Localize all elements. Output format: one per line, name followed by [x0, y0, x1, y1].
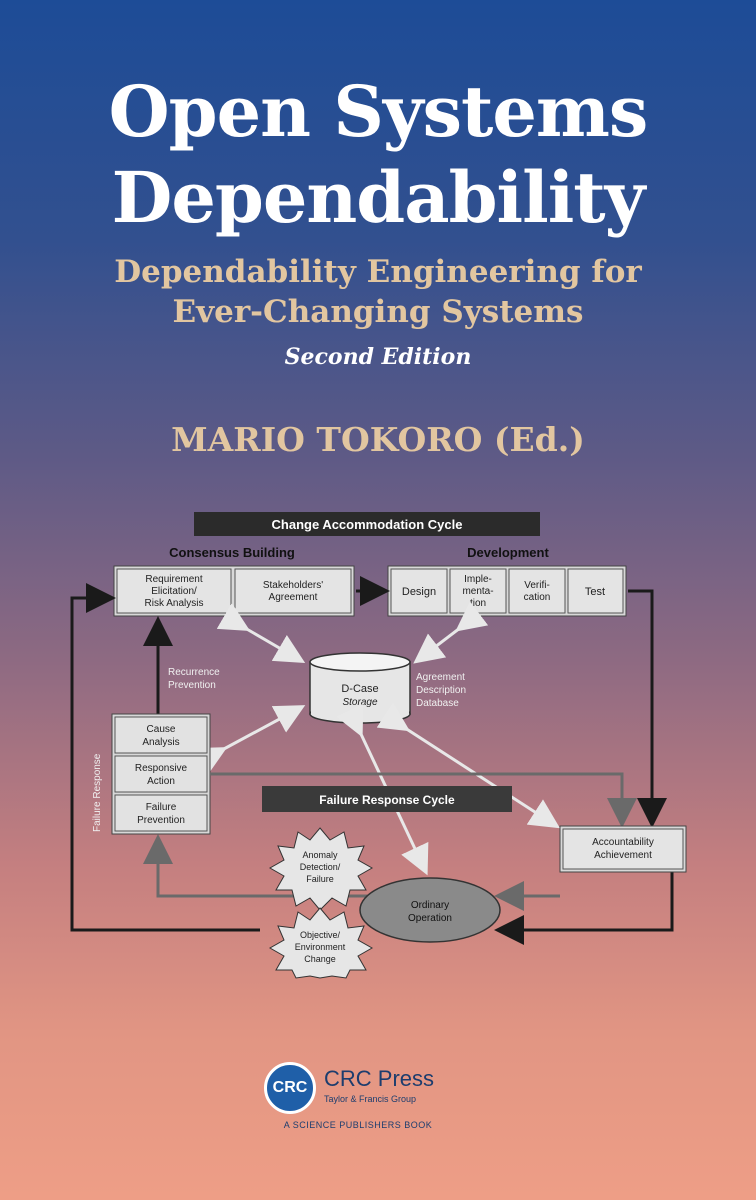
agreement-db-line-2: Description	[416, 685, 466, 696]
author-name: MARIO TOKORO (Ed.)	[171, 420, 585, 459]
design-label: Design	[402, 586, 436, 598]
ordinary-line-2: Operation	[408, 913, 452, 924]
requirement-line-2: Elicitation/	[151, 586, 197, 597]
edition-label: Second Edition	[284, 344, 472, 370]
accountability-line-1: Accountability	[592, 837, 654, 848]
responsive-action-box	[114, 755, 208, 793]
requirement-box	[116, 568, 232, 614]
consensus-label: Consensus Building	[169, 545, 295, 560]
test-box	[567, 568, 624, 614]
objective-line-3: Change	[304, 954, 336, 964]
cause-line-1: Cause	[147, 724, 176, 735]
failure-prev-line-2: Prevention	[137, 815, 185, 826]
responsive-line-1: Responsive	[135, 763, 188, 774]
implementation-line-1: Imple-	[464, 574, 492, 585]
publisher-tagline: Taylor & Francis Group	[324, 1094, 417, 1104]
development-label: Development	[467, 545, 549, 560]
publisher-name: CRC Press	[324, 1066, 435, 1091]
requirement-line-3: Risk Analysis	[145, 598, 204, 609]
stakeholders-line-1: Stakeholders'	[263, 580, 323, 591]
implementation-line-3: tion	[470, 598, 486, 609]
agreement-db-line-1: Agreement	[416, 672, 465, 683]
failure-prevention-box	[114, 794, 208, 832]
accountability-line-2: Achievement	[594, 850, 652, 861]
recurrence-line-1: Recurrence	[168, 667, 220, 678]
publisher-series-line: A SCIENCE PUBLISHERS BOOK	[283, 1120, 433, 1130]
agreement-db-line-3: Database	[416, 698, 459, 709]
requirement-line-1: Requirement	[145, 574, 202, 585]
change-cycle-bar	[194, 512, 540, 536]
recurrence-line-2: Prevention	[168, 680, 216, 691]
verification-box	[508, 568, 566, 614]
objective-line-2: Environment	[295, 942, 346, 952]
failure-cycle-label: Failure Response Cycle	[319, 793, 455, 807]
failure-cycle-bar	[262, 786, 512, 812]
cause-line-2: Analysis	[142, 737, 179, 748]
dependability-cycle-diagram: Change Accommodation Cycle Consensus Bui…	[70, 512, 687, 979]
change-cycle-label: Change Accommodation Cycle	[272, 517, 463, 532]
objective-starburst	[268, 907, 374, 979]
stakeholders-box	[234, 568, 352, 614]
anomaly-line-2: Detection/	[300, 862, 341, 872]
verification-line-2: cation	[524, 592, 551, 603]
dcase-line-1: D-Case	[341, 683, 378, 695]
title-line-1: Open Systems	[108, 70, 649, 153]
dcase-cylinder	[309, 652, 411, 672]
ordinary-operation-ellipse	[359, 877, 501, 943]
anomaly-line-3: Failure	[306, 874, 334, 884]
responsive-line-2: Action	[147, 776, 175, 787]
stakeholders-line-2: Agreement	[269, 592, 318, 603]
cause-analysis-box	[114, 716, 208, 754]
subtitle-line-2: Ever-Changing Systems	[172, 294, 584, 330]
failure-prev-line-1: Failure	[146, 802, 177, 813]
title-line-2: Dependability	[111, 156, 646, 239]
failure-response-side-label: Failure Response	[92, 753, 103, 832]
ordinary-line-1: Ordinary	[411, 900, 449, 911]
crc-logo: CRC	[264, 1062, 316, 1114]
verification-line-1: Verifi-	[524, 580, 550, 591]
test-label: Test	[585, 586, 605, 598]
objective-line-1: Objective/	[300, 930, 341, 940]
accountability-box	[562, 828, 684, 870]
anomaly-line-1: Anomaly	[302, 850, 338, 860]
dcase-line-2: Storage	[342, 697, 377, 708]
implementation-line-2: menta-	[462, 586, 493, 597]
subtitle-line-1: Dependability Engineering for	[114, 254, 642, 290]
